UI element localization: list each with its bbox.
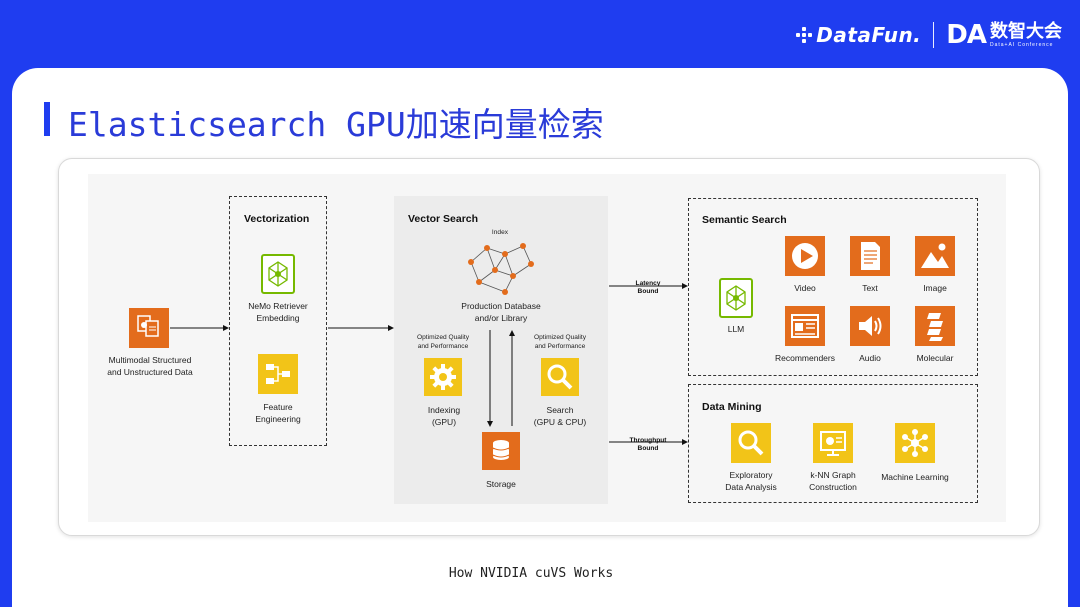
video-label: Video — [794, 283, 816, 293]
search-icon — [541, 358, 579, 396]
da-cn-text: 数智大会 — [990, 20, 1062, 42]
text-label: Text — [862, 283, 878, 293]
llm-label: LLM — [727, 324, 745, 334]
page-title: Elasticsearch GPU加速向量检索 — [68, 105, 604, 144]
molecular-label: Molecular — [916, 353, 954, 363]
machine-learning-label: Machine Learning — [881, 472, 949, 482]
index-label: Index — [491, 229, 509, 236]
image-label: Image — [923, 283, 947, 293]
storage-database-icon — [482, 432, 520, 470]
indexing-label: Indexing(GPU) — [427, 405, 461, 427]
datafun-mark-icon — [796, 27, 813, 43]
data-mining-box — [688, 384, 978, 503]
llm-icon — [719, 278, 753, 318]
semantic-search-box — [688, 198, 978, 376]
recommenders-label: Recommenders — [775, 353, 835, 363]
semantic-search-title: Semantic Search — [702, 214, 787, 226]
search-label: Search(GPU & CPU) — [533, 405, 587, 427]
da-logo: DA 数智大会 Data+AI Conference — [946, 20, 1062, 50]
figure-caption: How NVIDIA cuVS Works — [448, 566, 614, 581]
da-letters: DA — [946, 20, 987, 50]
nemo-retriever-icon — [261, 254, 295, 294]
video-play-icon — [785, 236, 825, 276]
exploratory-search-icon — [731, 423, 771, 463]
title-accent-bar — [44, 102, 50, 136]
multimodal-data-icon — [129, 308, 169, 348]
knn-graph-icon — [813, 423, 853, 463]
audio-label: Audio — [859, 353, 881, 363]
recommenders-icon — [785, 306, 825, 346]
datafun-logo: DataFun. — [796, 23, 921, 47]
da-en-text: Data+AI Conference — [990, 41, 1054, 48]
text-document-icon — [850, 236, 890, 276]
vector-search-title: Vector Search — [408, 213, 479, 225]
image-icon — [915, 236, 955, 276]
molecular-icon — [915, 306, 955, 346]
vectorization-box — [229, 196, 327, 446]
datafun-text: DataFun. — [816, 23, 922, 47]
feature-engineering-icon — [258, 354, 298, 394]
data-mining-title: Data Mining — [702, 401, 762, 413]
machine-learning-icon — [895, 423, 935, 463]
index-graph-icon — [468, 243, 534, 295]
brand-divider — [933, 22, 935, 48]
vectorization-title: Vectorization — [244, 213, 310, 225]
audio-speaker-icon — [850, 306, 890, 346]
gear-icon — [424, 358, 462, 396]
brand-header: DataFun. DA 数智大会 Data+AI Conference — [796, 18, 1062, 52]
storage-label: Storage — [486, 479, 516, 489]
